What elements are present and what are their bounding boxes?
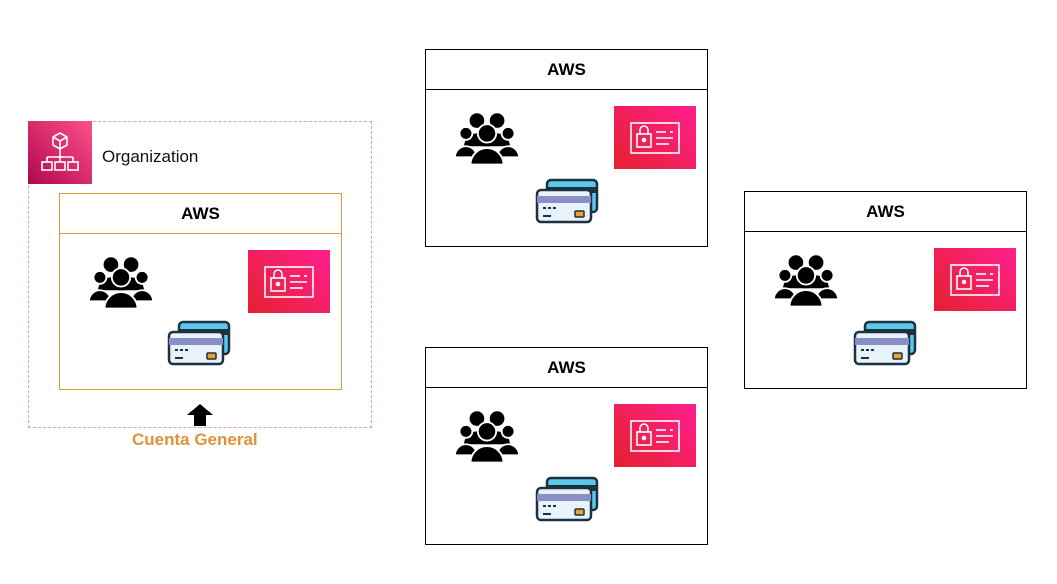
aws-account-general: AWS xyxy=(59,193,342,390)
users-icon xyxy=(454,112,520,166)
organization-container xyxy=(28,121,372,428)
id-card-lock-icon xyxy=(614,404,696,467)
general-account-label: Cuenta General xyxy=(132,430,258,449)
users-icon xyxy=(454,410,520,464)
credit-card-icon xyxy=(535,476,599,522)
account-title: AWS xyxy=(426,50,707,90)
account-title: AWS xyxy=(60,194,341,234)
users-icon xyxy=(773,254,839,308)
id-card-lock-icon xyxy=(248,250,330,313)
credit-card-icon xyxy=(853,320,917,366)
account-title: AWS xyxy=(745,192,1026,232)
credit-card-icon xyxy=(535,178,599,224)
aws-account-2: AWS xyxy=(425,347,708,545)
account-title: AWS xyxy=(426,348,707,388)
credit-card-icon xyxy=(167,320,231,366)
organization-label: Organization xyxy=(102,147,199,166)
aws-account-1: AWS xyxy=(425,49,708,247)
arrow-up-icon xyxy=(187,404,213,426)
aws-account-3: AWS xyxy=(744,191,1027,389)
id-card-lock-icon xyxy=(934,248,1016,311)
organization-icon xyxy=(28,121,92,184)
id-card-lock-icon xyxy=(614,106,696,169)
users-icon xyxy=(88,256,154,310)
